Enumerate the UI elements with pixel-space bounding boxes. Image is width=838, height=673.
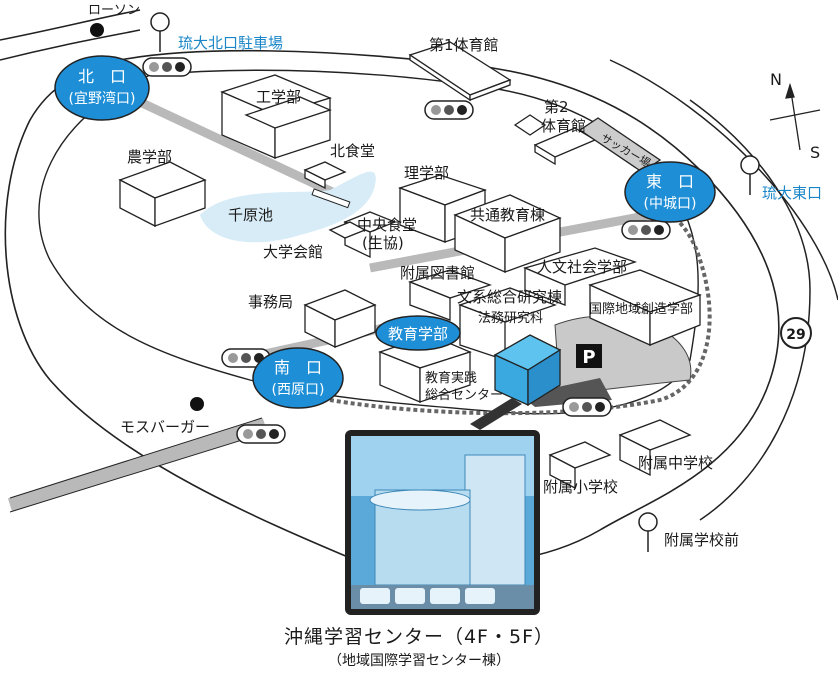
route-29-label: 29 [786,327,805,343]
law-school-label: 法務研究科 [478,311,543,326]
dashed-route [329,193,712,416]
elementary-label: 附属小学校 [543,478,618,496]
buildings [118,41,702,490]
bus-stop-school-label: 附属学校前 [664,531,739,549]
traffic-lights [142,57,671,444]
gate-east: 東 口 (中城口) [624,161,716,223]
compass-icon [769,82,821,151]
photo-pointer [470,398,522,430]
science-label: 理学部 [404,164,449,182]
gate-south-name: 南 口 [274,358,322,377]
bus-stop-east-label: 琉大東口 [762,184,822,202]
edu-practice-label-1: 教育実践 [425,370,477,386]
coop-label: (生協) [362,234,404,252]
lawson-label: ローソン [88,3,140,18]
outer-road [0,29,141,61]
parking-label: P [582,347,595,368]
humanities-social-label: 人文社会学部 [537,258,627,276]
compass-north-label: N [770,70,782,89]
route-29-shield [780,317,812,349]
gate-north-name: 北 口 [78,67,126,86]
campus-ring-road [4,49,780,566]
compass-south-label: S [810,143,820,162]
agriculture-label: 農学部 [127,148,172,166]
sw-avenue-edge [9,417,263,499]
gym2-label-1: 第2 [544,98,569,116]
diagonal-avenue [108,83,362,210]
sw-avenue [7,418,268,512]
common-building-label: 共通教育棟 [470,206,545,224]
lawson-dot [90,23,104,37]
junior-high-label: 附属中学校 [638,454,713,472]
education-faculty-label: 教育学部 [388,325,448,343]
humanities-research-label: 文系総合研究棟 [457,288,562,306]
pond-label: 千原池 [228,206,273,224]
building-photo [345,430,540,615]
gate-north: 北 口 (宜野湾口) [54,55,150,121]
global-regional-label: 国際地域創造学部 [589,301,693,317]
admin-office-label: 事務局 [248,293,293,311]
sw-avenue-edge [9,431,269,513]
edu-practice-label-2: 総合センター [425,388,503,403]
university-hall-label: 大学会館 [263,243,323,261]
gate-south: 南 口 (西原口) [252,347,344,409]
gate-east-name: 東 口 [646,172,694,191]
bridge [311,188,351,209]
gym1-label: 第1体育館 [429,36,499,54]
learning-center-subcaption: （地域国際学習センター棟） [328,653,510,669]
pond [200,171,376,243]
outer-road [0,9,141,41]
gate-north-sub: (宜野湾口) [69,90,136,107]
education-faculty-badge: 教育学部 [375,315,461,351]
gym2-label-2: 体育館 [541,117,586,135]
gate-east-sub: (中城口) [644,196,697,212]
engineering-label: 工学部 [256,88,301,106]
learning-center-building [493,334,562,407]
bus-stop-icons [150,12,760,552]
route-29-road [689,99,811,521]
bus-stop-north-parking-label: 琉大北口駐車場 [178,34,283,52]
mos-label: モスバーガー [120,418,210,436]
library-label: 附属図書館 [400,264,475,282]
gate-south-sub: (西原口) [272,382,325,398]
parking-icon [576,344,602,368]
central-cafeteria-label: 中央食堂 [357,216,417,234]
mos-dot [190,397,204,411]
north-cafeteria-label: 北食堂 [330,142,375,160]
learning-center-caption: 沖縄学習センター（4F・5F） [283,626,555,648]
